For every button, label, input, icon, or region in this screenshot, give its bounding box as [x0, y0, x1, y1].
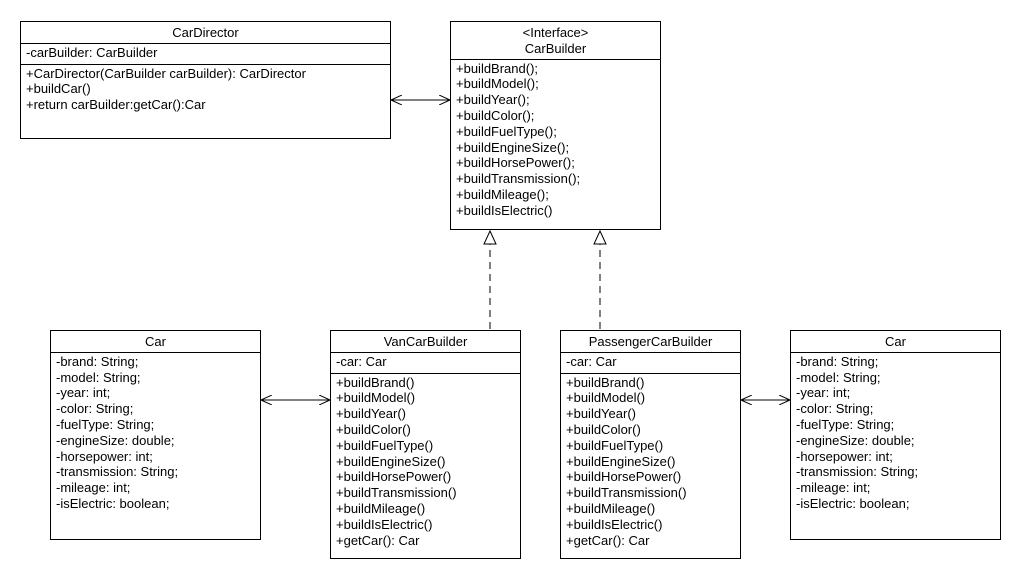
attribute: -horsepower: int; [56, 448, 153, 464]
class-name: Car [885, 334, 906, 349]
realization-passenger-builder [593, 229, 607, 329]
attribute: -horsepower: int; [796, 448, 893, 464]
operations-compartment: +CarDirector(CarBuilder carBuilder): Car… [21, 63, 390, 116]
attributes-compartment: -car: Car [331, 351, 520, 373]
attribute: -isElectric: boolean; [56, 495, 170, 511]
attributes-compartment: -car: Car [561, 351, 740, 373]
operation: +buildEngineSize() [566, 453, 676, 469]
attribute: -transmission: String; [56, 464, 179, 480]
class-name: PassengerCarBuilder [588, 334, 713, 349]
attribute: -engineSize: double; [56, 432, 175, 448]
class-name: Car [145, 334, 166, 349]
operation: +getCar(): Car [566, 532, 650, 548]
attribute: -color: String; [796, 401, 874, 417]
operation: +buildHorsePower() [566, 469, 682, 485]
attribute: -year: int; [796, 385, 851, 401]
operation: +buildCar() [26, 81, 91, 97]
interface-car-builder[interactable]: <Interface> CarBuilder +buildBrand(); +b… [450, 21, 661, 230]
attribute: -car: Car [336, 353, 387, 369]
operation: +buildTransmission(); [456, 171, 581, 187]
attribute: -mileage: int; [56, 480, 131, 496]
attribute: -carBuilder: CarBuilder [26, 44, 158, 60]
operation: +buildHorsePower(); [456, 155, 575, 171]
operation: +buildHorsePower() [336, 469, 452, 485]
operation: +buildModel(); [456, 76, 539, 92]
attribute: -model: String; [796, 369, 881, 385]
operation: +CarDirector(CarBuilder carBuilder): Car… [26, 65, 306, 81]
operation: +buildFuelType() [336, 437, 434, 453]
attribute: -year: int; [56, 385, 111, 401]
attribute: -fuelType: String; [56, 416, 155, 432]
class-car-left[interactable]: Car -brand: String; -model: String; -yea… [50, 330, 261, 540]
attribute: -isElectric: boolean; [796, 495, 910, 511]
operation: +getCar(): Car [336, 532, 420, 548]
operation: +buildBrand(); [456, 60, 539, 76]
operation: +buildIsElectric() [456, 202, 553, 218]
operation: +buildBrand() [566, 374, 645, 390]
attribute: -mileage: int; [796, 480, 871, 496]
operation: +buildIsElectric() [566, 516, 663, 532]
attribute: -color: String; [56, 401, 134, 417]
attribute: -fuelType: String; [796, 416, 895, 432]
class-name: CarDirector [172, 25, 239, 40]
operation: +buildModel() [566, 390, 646, 406]
class-car-right[interactable]: Car -brand: String; -model: String; -yea… [790, 330, 1001, 540]
attribute: -brand: String; [56, 353, 139, 369]
attribute: -model: String; [56, 369, 141, 385]
attribute: -engineSize: double; [796, 432, 915, 448]
attributes-compartment: -carBuilder: CarBuilder [21, 42, 390, 64]
class-passenger-car-builder[interactable]: PassengerCarBuilder -car: Car +buildBran… [560, 330, 741, 559]
operation: +buildMileage(); [456, 186, 549, 202]
operation: +buildEngineSize(); [456, 139, 570, 155]
attribute: -car: Car [566, 353, 617, 369]
operations-compartment: +buildBrand() +buildModel() +buildYear()… [331, 372, 520, 552]
stereotype-label: <Interface> [522, 25, 589, 40]
operations-compartment: +buildBrand(); +buildModel(); +buildYear… [451, 58, 660, 222]
class-car-director[interactable]: CarDirector -carBuilder: CarBuilder +Car… [20, 21, 391, 139]
operation: +buildFuelType() [566, 437, 664, 453]
attribute: -brand: String; [796, 353, 879, 369]
attributes-compartment: -brand: String; -model: String; -year: i… [51, 351, 260, 515]
operation: +buildTransmission() [566, 485, 687, 501]
operation: +buildMileage() [336, 500, 426, 516]
operation: +buildYear(); [456, 92, 530, 108]
operation: +buildYear() [336, 406, 406, 422]
operation: +buildColor() [566, 421, 641, 437]
operations-compartment: +buildBrand() +buildModel() +buildYear()… [561, 372, 740, 552]
realization-van-builder [483, 229, 497, 329]
operation: +buildEngineSize() [336, 453, 446, 469]
class-name: VanCarBuilder [383, 334, 468, 349]
operation: +buildBrand() [336, 374, 415, 390]
operation: +buildColor() [336, 421, 411, 437]
operation: +buildMileage() [566, 500, 656, 516]
operation: +buildIsElectric() [336, 516, 433, 532]
operation: +buildFuelType(); [456, 123, 557, 139]
class-name: CarBuilder [524, 40, 587, 56]
class-van-car-builder[interactable]: VanCarBuilder -car: Car +buildBrand() +b… [330, 330, 521, 559]
operation: +buildYear() [566, 406, 636, 422]
attributes-compartment: -brand: String; -model: String; -year: i… [791, 351, 1000, 515]
attribute: -transmission: String; [796, 464, 919, 480]
operation: +buildModel() [336, 390, 416, 406]
operation: +return carBuilder:getCar():Car [26, 97, 206, 113]
operation: +buildColor(); [456, 107, 535, 123]
operation: +buildTransmission() [336, 485, 457, 501]
